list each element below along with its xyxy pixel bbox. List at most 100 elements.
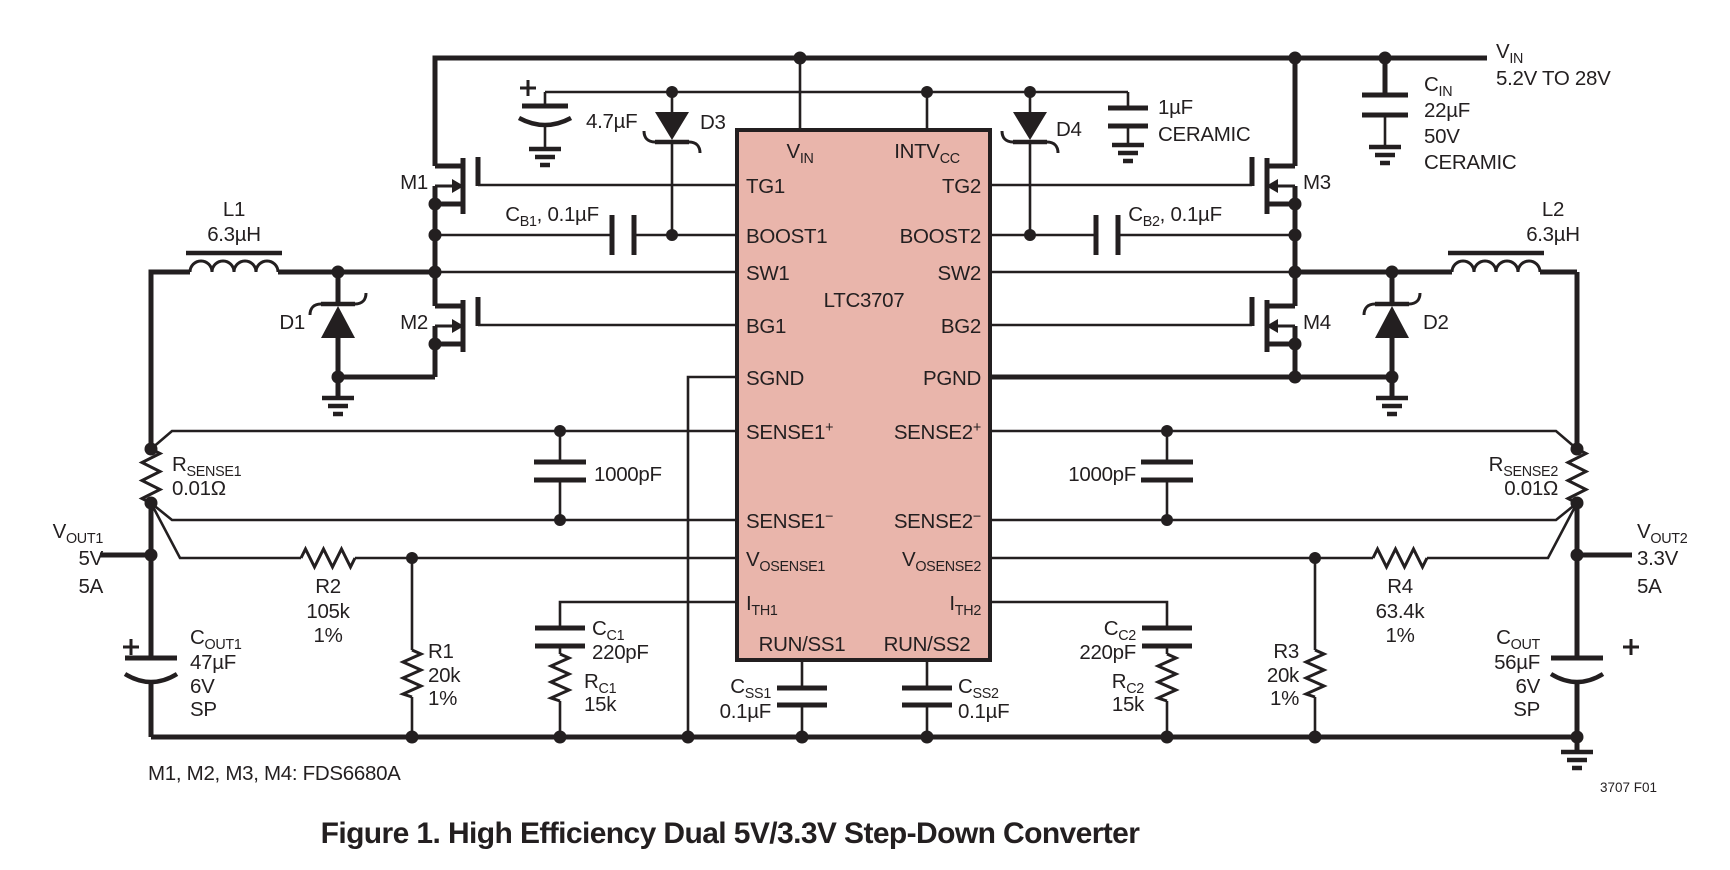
pin-runss2: RUN/SS2	[884, 633, 971, 656]
label-r1-val: 20k	[428, 664, 461, 687]
capacitor-1uf	[1108, 92, 1148, 143]
label-c4u7: 4.7µF	[586, 110, 637, 133]
capacitor-cc1	[535, 625, 585, 649]
pin-sense1m: SENSE1−	[746, 509, 833, 533]
capacitor-cc2	[1142, 625, 1192, 649]
net-sense1m	[150, 501, 737, 522]
label-rsense1-val: 0.01Ω	[172, 477, 226, 500]
label-cout1-v: 6V	[190, 675, 215, 698]
net-sw1-power	[148, 269, 435, 449]
label-cout2-val: 56µF	[1494, 651, 1540, 674]
resistor-r2	[299, 545, 357, 571]
ground-4u7-icon	[529, 146, 561, 168]
capacitor-cb2	[1093, 215, 1121, 255]
label-css1: CSS1	[730, 675, 771, 702]
ground-symbols	[322, 142, 1593, 771]
label-l2-val: 6.3µH	[1526, 223, 1580, 246]
capacitor-1000pf-1	[534, 431, 586, 520]
label-d3: D3	[700, 111, 726, 134]
net-ith1	[558, 600, 737, 628]
label-cin-val: 22µF	[1424, 99, 1470, 122]
label-vout1-v: 5V	[79, 547, 104, 570]
label-rsense1: RSENSE1	[172, 453, 242, 480]
label-cin-v: 50V	[1424, 125, 1460, 148]
pin-sgnd: SGND	[746, 367, 804, 390]
resistor-r4	[1371, 545, 1429, 571]
label-vout2-i: 5A	[1637, 575, 1662, 598]
figure-caption: Figure 1. High Efficiency Dual 5V/3.3V S…	[321, 817, 1141, 850]
label-c1uf: 1µF	[1158, 96, 1193, 119]
capacitor-cout2	[1549, 639, 1639, 685]
net-vosense1	[149, 502, 737, 560]
label-rc2-val: 15k	[1112, 693, 1145, 716]
label-vin-range: 5.2V TO 28V	[1496, 67, 1611, 90]
label-c1000-2: 1000pF	[1068, 463, 1136, 486]
net-ground-rail	[151, 734, 1580, 750]
ground-d2-icon	[1376, 395, 1408, 417]
label-m4: M4	[1303, 311, 1331, 334]
inductor-l1	[186, 250, 282, 273]
inductor-l2	[1448, 250, 1544, 273]
label-l2: L2	[1542, 198, 1564, 221]
m1-body-arrow-icon	[452, 179, 464, 193]
mosfet-note: M1, M2, M3, M4: FDS6680A	[148, 762, 401, 785]
ic-ltc3707	[735, 128, 992, 662]
capacitor-css2	[902, 685, 952, 708]
capacitor-4u7	[517, 80, 573, 147]
diode-d3	[642, 92, 702, 235]
label-cb1: CB1, 0.1µF	[505, 203, 599, 230]
label-cout2-v: 6V	[1516, 675, 1541, 698]
label-r3: R3	[1273, 640, 1299, 663]
net-sense2m	[990, 501, 1578, 522]
net-sgnd	[686, 375, 737, 737]
pin-sense1p: SENSE1+	[746, 420, 833, 444]
label-r4-tol: 1%	[1385, 624, 1414, 647]
label-cout1-val: 47µF	[190, 651, 236, 674]
label-m1: M1	[400, 171, 428, 194]
mosfet-m1	[432, 157, 481, 272]
label-r2-tol: 1%	[313, 624, 342, 647]
label-cc1: CC1	[592, 617, 625, 644]
pin-boost1: BOOST1	[746, 225, 827, 248]
label-r4-val: 63.4k	[1376, 600, 1426, 623]
junction-dots	[144, 51, 1584, 744]
label-cin: CIN	[1424, 73, 1452, 100]
m4-body-arrow-icon	[1266, 319, 1278, 333]
ground-cin-icon	[1369, 144, 1401, 166]
label-css2: CSS2	[958, 675, 999, 702]
capacitor-cb1	[609, 215, 637, 255]
label-vout1-i: 5A	[79, 575, 104, 598]
label-vin: VIN	[1496, 40, 1523, 67]
resistor-rc2	[1153, 652, 1180, 703]
pin-tg2: TG2	[942, 175, 981, 198]
pin-runss1: RUN/SS1	[759, 633, 846, 656]
label-r2-val: 105k	[306, 600, 350, 623]
resistor-r3	[1301, 648, 1328, 699]
label-css2-val: 0.1µF	[958, 700, 1009, 723]
label-vout1: VOUT1	[53, 520, 104, 547]
capacitor-cin	[1362, 92, 1408, 145]
capacitor-1000pf-2	[1141, 431, 1193, 520]
resistor-rc1	[546, 652, 573, 703]
resistor-rsense1	[138, 447, 164, 505]
pin-sense2m: SENSE2−	[894, 509, 981, 533]
label-d2: D2	[1423, 311, 1449, 334]
net-vout2	[1574, 503, 1632, 737]
net-ith2	[990, 600, 1169, 628]
label-cout2-type: SP	[1513, 698, 1540, 721]
label-cc2-val: 220pF	[1079, 641, 1136, 664]
resistor-r1	[398, 648, 425, 699]
label-r3-val: 20k	[1267, 664, 1300, 687]
pin-vin: VIN	[786, 140, 813, 167]
net-vosense2	[990, 502, 1579, 560]
label-rc1-val: 15k	[584, 693, 617, 716]
figure-code: 3707 F01	[1600, 780, 1657, 795]
pin-sense2p: SENSE2+	[894, 420, 981, 444]
mosfet-m3	[1249, 157, 1298, 272]
mosfet-m2	[432, 272, 481, 377]
label-rsense2: RSENSE2	[1489, 453, 1559, 480]
label-r4: R4	[1387, 575, 1413, 598]
ground-rail-icon	[1561, 749, 1593, 771]
pin-vosense1: VOSENSE1	[746, 548, 825, 575]
label-cb2: CB2, 0.1µF	[1128, 203, 1222, 230]
